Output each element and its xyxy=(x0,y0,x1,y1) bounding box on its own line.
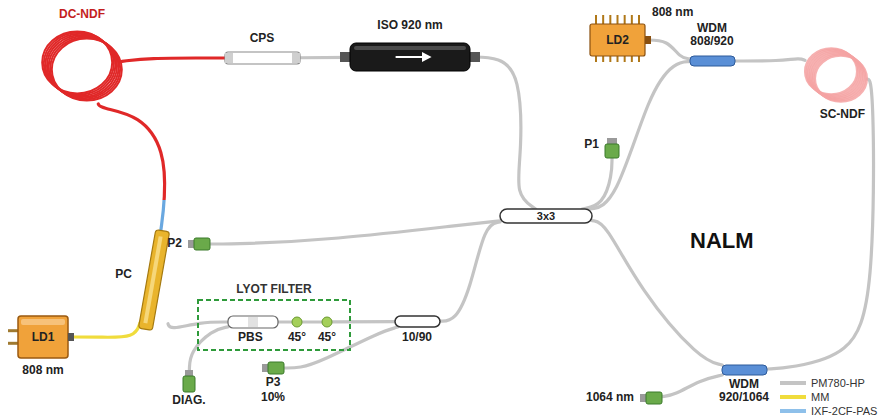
legend-text: MM xyxy=(811,391,829,403)
coupler-symbol xyxy=(395,316,440,327)
coupler: 3x3 xyxy=(500,209,592,223)
fiber-coil: DC-NDF xyxy=(42,28,122,104)
fiber-port: P2 xyxy=(188,238,210,250)
component-label: PBS xyxy=(238,331,263,344)
component-label: P3 xyxy=(266,376,281,389)
component-label: LD1 xyxy=(18,331,68,344)
fiber-port: P310% xyxy=(262,362,284,374)
fiber-port-symbol xyxy=(605,138,619,158)
waveplate-symbol xyxy=(292,317,302,327)
pump-combiner: PC xyxy=(140,230,168,330)
component-label: 45° xyxy=(318,331,336,344)
optical-fiber xyxy=(278,320,292,323)
pump-combiner-symbol xyxy=(140,230,168,330)
waveplate-symbol xyxy=(322,317,332,327)
legend-sample xyxy=(780,391,806,403)
fiber-port-symbol xyxy=(183,370,195,392)
component-label: WDM 808/920 xyxy=(690,22,733,48)
optical-fiber xyxy=(735,59,805,61)
component-label: P2 xyxy=(167,237,182,250)
fiber-port-symbol xyxy=(262,362,284,374)
component-label: LD2 xyxy=(590,34,645,47)
filter-group: LYOT FILTERPBS45°45° xyxy=(198,300,350,350)
component-label: DIAG. xyxy=(172,394,205,407)
optical-fiber xyxy=(332,320,395,324)
wdm-coupler-symbol xyxy=(722,365,767,375)
optical-fiber xyxy=(210,221,500,244)
polarizer: PBS xyxy=(228,316,278,328)
component-label: 1064 nm xyxy=(586,391,634,404)
fiber-port-symbol xyxy=(640,392,662,404)
isolator: ISO 920 nm xyxy=(350,43,470,71)
component-label: PC xyxy=(115,268,132,281)
component-label: 808 nm xyxy=(652,6,693,19)
optical-fiber xyxy=(189,327,228,370)
legend-sample xyxy=(780,405,806,417)
component-label: SC-NDF xyxy=(820,108,865,121)
optical-fiber xyxy=(302,320,322,323)
stripper-symbol xyxy=(225,52,300,64)
component-label: 10% xyxy=(261,391,285,404)
coupler: 10/90 xyxy=(395,316,440,327)
optical-fiber xyxy=(284,327,398,368)
fiber-port-symbol xyxy=(188,238,210,250)
optical-fiber xyxy=(440,222,500,321)
optical-fiber xyxy=(68,323,140,338)
laser-diode: LD1808 nm xyxy=(18,316,68,358)
laser-diode: LD2808 nm xyxy=(590,24,645,56)
legend-sample xyxy=(780,377,806,389)
component-label: WDM 920/1064 xyxy=(719,378,769,404)
waveplate: 45° xyxy=(322,317,332,327)
fiber-port: 1064 nm xyxy=(640,392,662,404)
isolator-symbol xyxy=(350,43,470,71)
wdm-coupler: WDM 920/1064 xyxy=(722,365,767,375)
component-label: ISO 920 nm xyxy=(377,19,442,32)
component-label: 3x3 xyxy=(500,210,592,223)
component-label: LYOT FILTER xyxy=(236,283,311,296)
optical-fiber xyxy=(98,104,164,230)
polarizer-symbol xyxy=(228,316,278,328)
fiber-coil-symbol xyxy=(42,28,122,104)
legend-text: PM780-HP xyxy=(811,377,865,389)
wdm-coupler-symbol xyxy=(690,56,735,66)
optical-fiber xyxy=(662,375,722,397)
optical-fiber xyxy=(767,79,874,369)
waveplate: 45° xyxy=(292,317,302,327)
component-label: 10/90 xyxy=(402,331,432,344)
component-label: 45° xyxy=(288,331,306,344)
component-label: DC-NDF xyxy=(59,8,105,21)
component-label: CPS xyxy=(250,32,275,45)
fiber-coil: SC-NDF xyxy=(805,45,867,105)
section-label: NALM xyxy=(690,228,754,254)
fiber-port: DIAG. xyxy=(183,370,195,392)
component-label: 808 nm xyxy=(22,364,63,377)
wdm-coupler: WDM 808/920 xyxy=(690,56,735,66)
optical-fiber xyxy=(470,57,536,209)
component-label: P1 xyxy=(584,138,599,151)
optical-fiber xyxy=(590,62,690,209)
optical-fiber xyxy=(645,40,690,59)
legend-text: IXF-2CF-PAS xyxy=(811,405,877,417)
optical-fiber xyxy=(122,58,225,61)
fiber-coil-symbol xyxy=(805,45,867,105)
stripper: CPS xyxy=(225,52,300,64)
fiber-port: P1 xyxy=(605,138,619,158)
